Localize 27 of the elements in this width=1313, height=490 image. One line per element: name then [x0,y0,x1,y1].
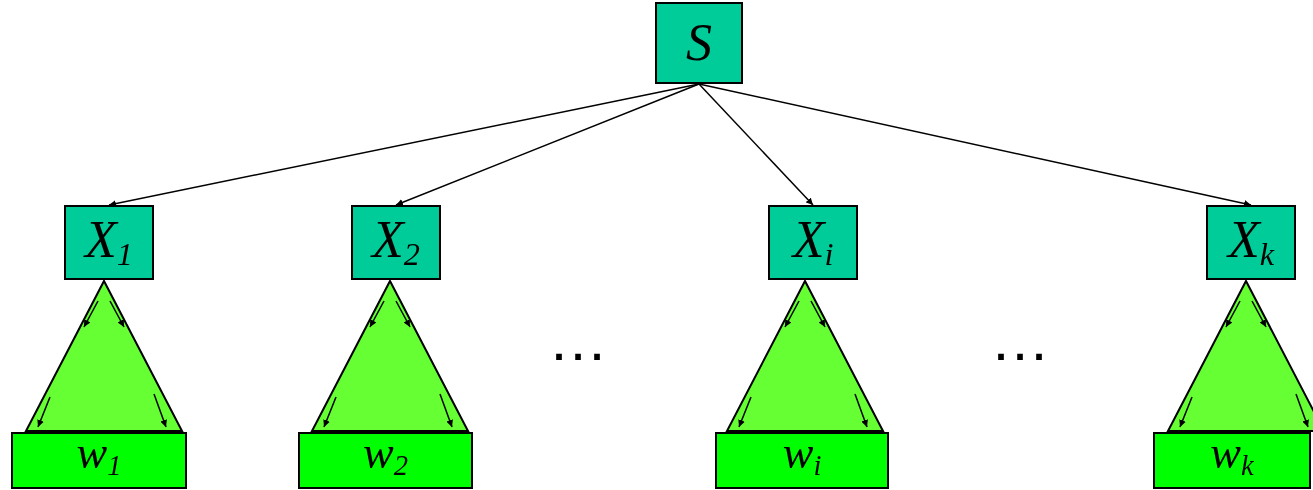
word-box [1153,432,1311,489]
symbol-label: X$_{2}$ [372,214,420,271]
ellipsis-label: … [548,310,612,370]
subtree-triangle [312,281,468,431]
symbol-label: w$_{1}$ [76,430,122,481]
subtree-triangle [26,281,182,431]
variable-box [768,205,858,280]
arrow [698,83,814,206]
variable-box [64,205,154,280]
variable-box [655,2,743,84]
ellipsis-label: … [990,310,1054,370]
variable-box [351,205,441,280]
symbol-label: X$_{k}$ [1227,214,1275,271]
arrow [698,83,1252,207]
symbol-label: S [686,17,712,69]
subtree-triangle [727,281,883,431]
symbol-label: X$_{i}$ [792,214,834,271]
arrow [395,83,700,206]
symbol-label: w$_{i}$ [782,430,822,481]
variable-box [1206,205,1296,280]
word-box [11,432,187,489]
symbol-label: w$_{k}$ [1210,430,1254,481]
symbol-label: X$_{1}$ [85,214,133,271]
word-box [298,432,473,489]
subtree-triangle [1168,281,1313,431]
symbol-label: w$_{2}$ [363,430,408,481]
word-box [715,432,889,489]
